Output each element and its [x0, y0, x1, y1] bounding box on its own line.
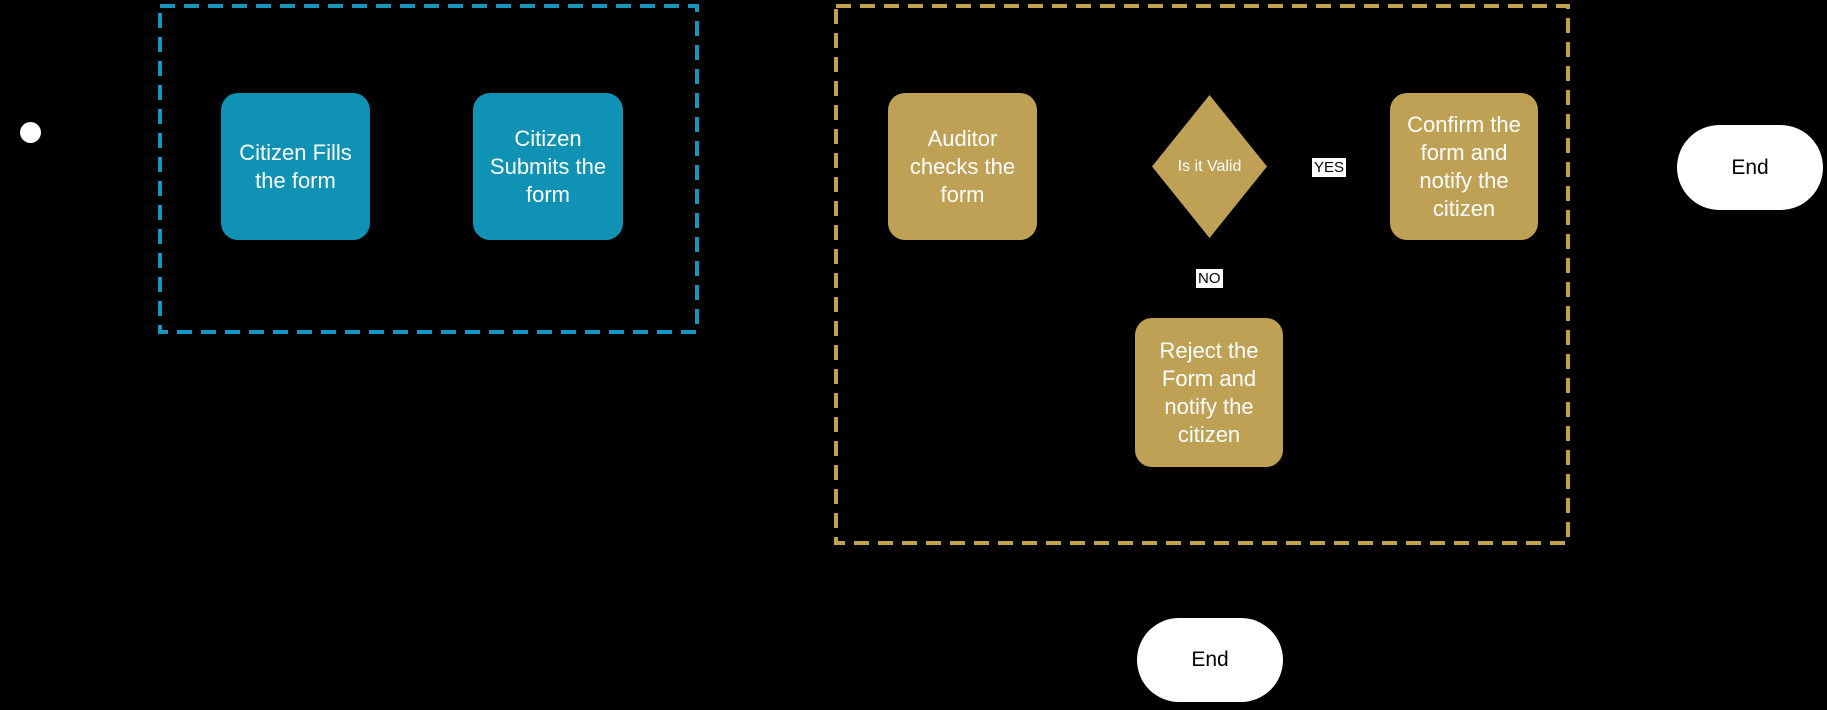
citizen-lane: [158, 4, 699, 334]
diamond-shape: Is it Valid: [1152, 95, 1267, 238]
end-event-node-right[interactable]: End: [1677, 125, 1823, 210]
no-edge-label: NO: [1196, 269, 1223, 288]
task-node-confirm-form[interactable]: Confirm the form and notify the citizen: [1390, 93, 1538, 240]
task-node-auditor-checks[interactable]: Auditor checks the form: [888, 93, 1037, 240]
end-event-node-bottom[interactable]: End: [1137, 618, 1283, 702]
node-label: Reject the Form and notify the citizen: [1159, 337, 1259, 447]
node-label: Auditor checks the form: [909, 125, 1016, 207]
node-label: Confirm the form and notify the citizen: [1407, 111, 1521, 221]
task-node-citizen-fills[interactable]: Citizen Fills the form: [221, 93, 370, 240]
task-node-reject-form[interactable]: Reject the Form and notify the citizen: [1135, 318, 1283, 467]
yes-edge-label: YES: [1312, 158, 1347, 177]
node-label: End: [1191, 648, 1229, 671]
task-node-citizen-submits[interactable]: Citizen Submits the form: [473, 93, 623, 240]
node-label: Citizen Submits the form: [489, 125, 607, 207]
node-label: Is it Valid: [1177, 157, 1242, 175]
decision-node-is-it-valid[interactable]: Is it Valid: [1152, 95, 1267, 238]
node-label: Citizen Fills the form: [239, 139, 352, 193]
node-label: End: [1731, 155, 1769, 179]
auditor-lane: [834, 4, 1570, 545]
start-event-node[interactable]: [20, 122, 41, 143]
